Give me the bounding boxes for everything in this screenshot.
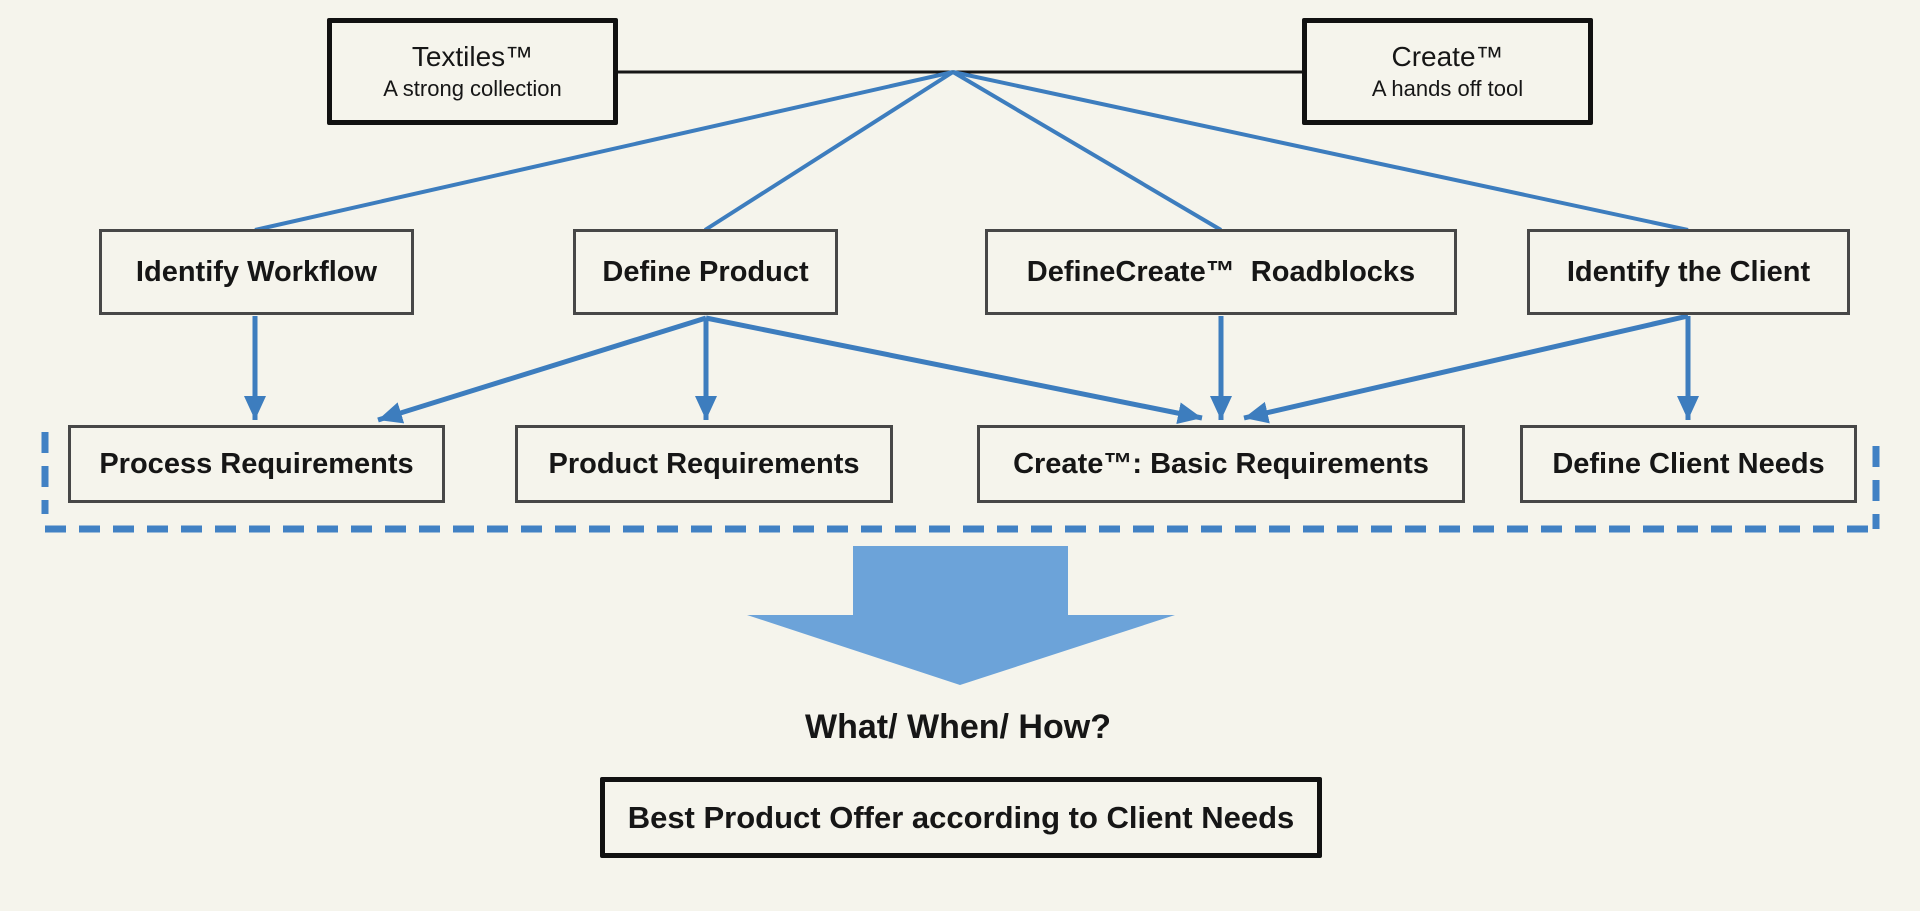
node-textiles: Textiles™ A strong collection <box>327 18 618 125</box>
textiles-title: Textiles™ <box>411 41 534 72</box>
node-label: Product Requirements <box>548 447 860 480</box>
big-down-arrow-icon <box>747 546 1175 685</box>
create-subtitle: A hands off tool <box>1371 76 1524 101</box>
node-identify-workflow: Identify Workflow <box>99 229 414 315</box>
textiles-subtitle: A strong collection <box>383 76 562 101</box>
arrow-product-to-process <box>377 315 707 424</box>
node-product-requirements: Product Requirements <box>515 425 893 503</box>
node-label: Process Requirements <box>99 447 414 480</box>
result-box: Best Product Offer according to Client N… <box>600 777 1322 858</box>
node-create-basic-requirements: Create™: Basic Requirements <box>977 425 1465 503</box>
arrow-client-to-create-req <box>1243 313 1689 424</box>
fan-line-define-product <box>703 70 955 232</box>
node-label: Create™: Basic Requirements <box>1013 447 1429 480</box>
node-define-client-needs: Define Client Needs <box>1520 425 1857 503</box>
fan-line-identify-client <box>952 70 1689 232</box>
node-define-product: Define Product <box>573 229 838 315</box>
node-identify-client: Identify the Client <box>1527 229 1850 315</box>
result-label: Best Product Offer according to Client N… <box>627 799 1295 835</box>
node-definecreate-roadblocks: DefineCreate™ Roadblocks <box>985 229 1457 315</box>
arrow-product-to-create-req <box>705 315 1203 425</box>
node-label: Identify the Client <box>1566 255 1811 288</box>
node-process-requirements: Process Requirements <box>68 425 445 503</box>
node-label: Define Client Needs <box>1552 447 1825 480</box>
node-label: Define Product <box>602 255 809 288</box>
fan-line-identify-workflow <box>254 70 954 232</box>
create-title: Create™ <box>1391 41 1504 72</box>
node-create: Create™ A hands off tool <box>1302 18 1593 125</box>
question-text: What/ When/ How? <box>805 708 1111 746</box>
node-label: DefineCreate™ Roadblocks <box>1026 255 1416 288</box>
node-label: Identify Workflow <box>135 255 378 288</box>
fan-line-definecreate-roadblocks <box>951 70 1223 232</box>
